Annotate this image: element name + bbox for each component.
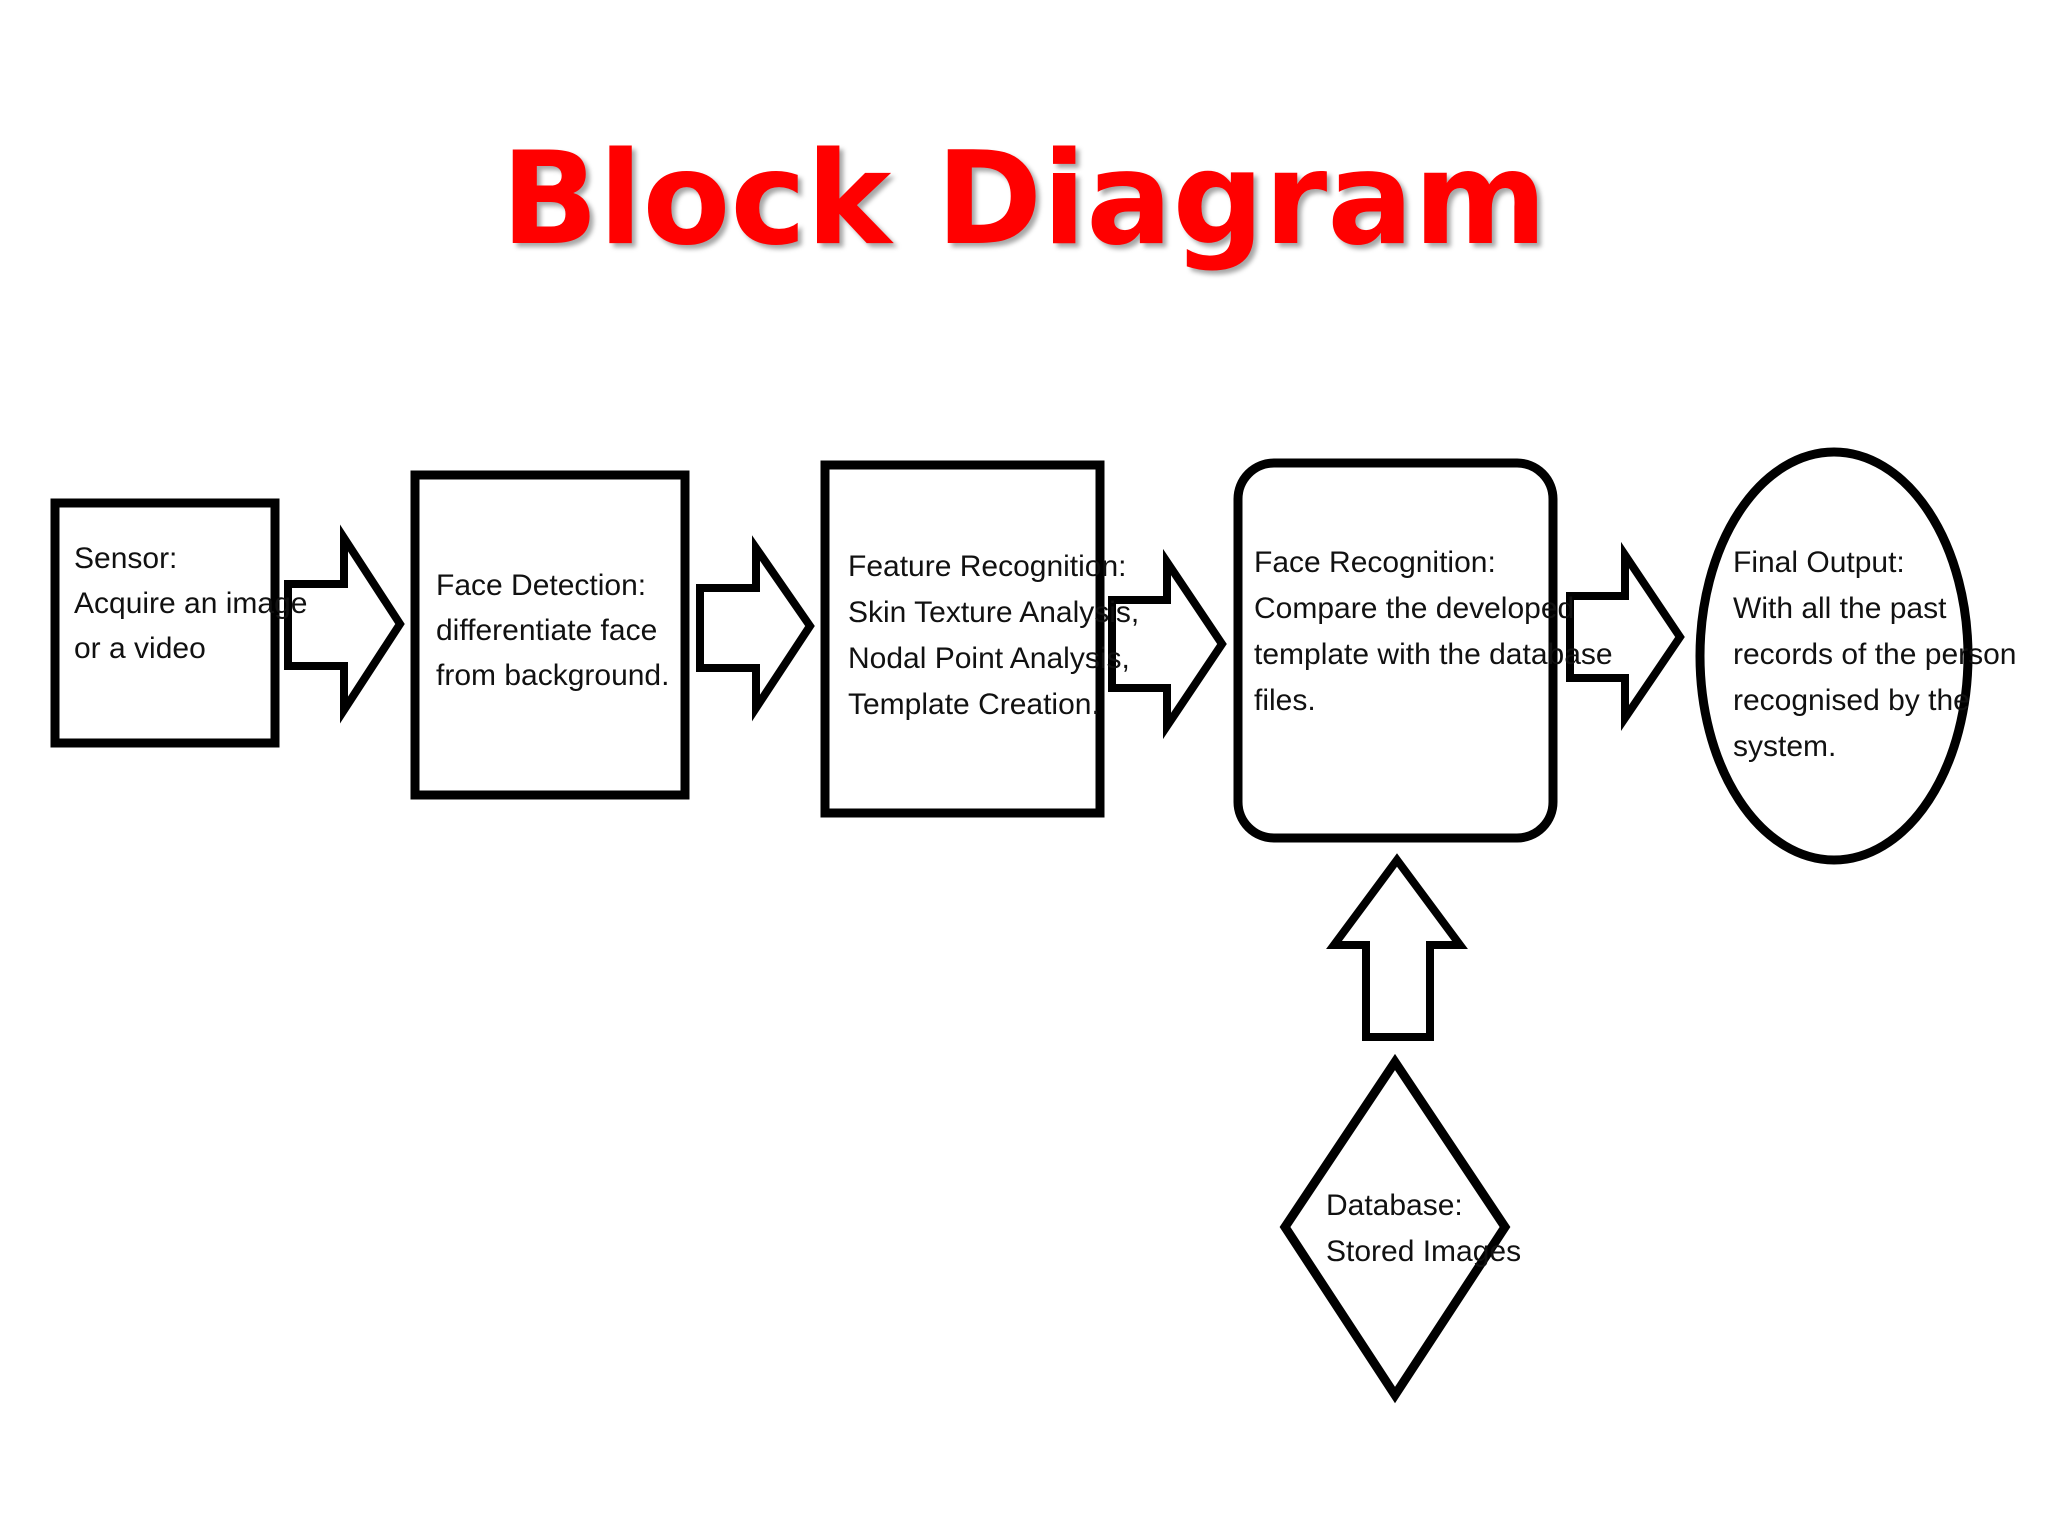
- arrow-right-icon: [1566, 541, 1685, 732]
- arrow-right-icon: [696, 535, 815, 722]
- arrow-up-icon: [1326, 853, 1468, 1041]
- sensor-block: [50, 498, 280, 748]
- final-output-block: [1695, 447, 1973, 865]
- page-title: Block Diagram: [501, 125, 1547, 274]
- face-detection-text: Face Detection: differentiate face from …: [436, 569, 669, 692]
- arrow-right-icon: [284, 524, 405, 724]
- face-recognition-block: [1233, 458, 1558, 843]
- final-output-text: Final Output: With all the past records …: [1733, 546, 2025, 763]
- face-recognition-text: Face Recognition: Compare the developed …: [1254, 546, 1621, 717]
- feature-recognition-text: Feature Recognition: Skin Texture Analys…: [848, 550, 1148, 721]
- sensor-text: Sensor: Acquire an image or a video: [74, 542, 316, 665]
- database-text: Database: Stored Images: [1326, 1189, 1521, 1268]
- database-block: [1279, 1053, 1511, 1404]
- feature-recognition-block: [820, 460, 1105, 818]
- arrow-right-icon: [1108, 548, 1227, 740]
- face-detection-block: [410, 470, 690, 800]
